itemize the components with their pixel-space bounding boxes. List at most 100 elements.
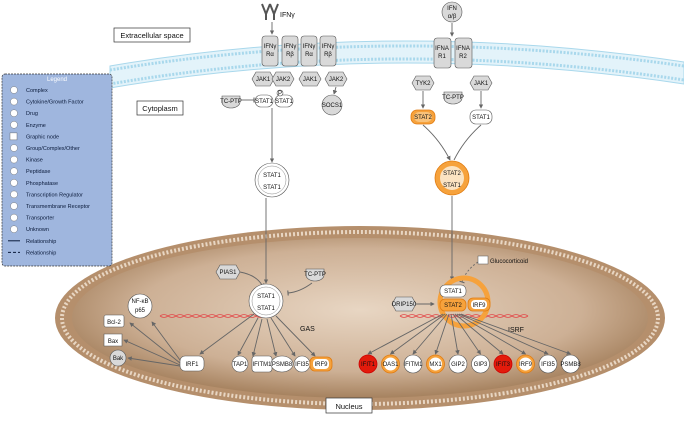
nfkb-complex[interactable]: NF-κB p65 — [127, 293, 153, 319]
legend-item: Complex — [10, 86, 48, 94]
bax-label: Bax — [108, 339, 118, 345]
jak2-label-a: JAK2 — [276, 77, 291, 83]
ifngr2-label-a: IFNγ — [284, 44, 297, 50]
legend-item: Cytokine/Growth Factor — [10, 97, 84, 106]
phosphatase-icon — [10, 179, 18, 187]
socs1-label: SOCS1 — [322, 103, 343, 109]
stat2-stat1-dimer[interactable]: STAT2 STAT1 — [434, 160, 470, 196]
peptidase-icon — [10, 167, 18, 175]
nfkb-label: NF-κB — [132, 299, 149, 305]
legend-item-label: Unknown — [26, 227, 49, 233]
ifnar1-label-b: R1 — [438, 54, 446, 60]
legend-item: Relationship — [8, 250, 56, 256]
irf1-label: IRF1 — [185, 362, 199, 368]
tyk2[interactable]: TYK2 — [411, 75, 435, 91]
glucocorticoid[interactable]: Glucocorticoid — [477, 255, 528, 265]
socs1[interactable]: SOCS1 — [321, 94, 343, 116]
nucleus-label-box: Nucleus — [325, 397, 373, 414]
tcptp-right[interactable]: TC-PTP — [442, 91, 464, 105]
ifnab-label-b: α/β — [448, 14, 457, 20]
legend-item: Drug — [10, 109, 38, 117]
bak[interactable]: Bak — [109, 349, 127, 367]
p65-label: p65 — [135, 308, 146, 314]
legend-item: Relationship — [8, 239, 56, 245]
ifngr4-label-a: IFNγ — [322, 44, 335, 50]
legend-item-label: Drug — [26, 111, 38, 117]
pias1[interactable]: PIAS1 — [215, 264, 241, 280]
legend-item-label: Group/Complex/Other — [26, 146, 80, 152]
transporter-icon — [10, 213, 18, 222]
gene-ifi35[interactable]: IFI35 — [538, 354, 558, 374]
ifi35-left-label: IFI35 — [295, 362, 309, 368]
drip150[interactable]: DRIP150 — [391, 296, 417, 312]
stat1-right-label: STAT1 — [472, 115, 490, 121]
psmb8-left[interactable]: PSMB8 — [270, 355, 294, 373]
legend-item: Phosphatase — [10, 179, 58, 187]
gene-mx1[interactable]: MX1 — [426, 354, 445, 374]
gene-ifit3[interactable]: IFIT3 — [493, 354, 513, 374]
nuc-top-label: STAT1 — [257, 294, 275, 300]
legend-item: Unknown — [10, 225, 49, 233]
jak1-right[interactable]: JAK1 — [469, 75, 493, 91]
legend-item-label: Transcription Regulator — [26, 192, 83, 198]
legend-item: Kinase — [10, 155, 43, 164]
nuc-bot-label: STAT1 — [257, 306, 275, 312]
ifng-ligand[interactable]: IFNγ — [261, 3, 295, 20]
legend-item-label: Phosphatase — [26, 181, 58, 187]
stat2-right[interactable]: STAT2 — [410, 109, 436, 125]
stat1-dimer-nucleus[interactable]: STAT1 STAT1 — [248, 283, 284, 319]
gene-psmb8[interactable]: PSMB8 — [560, 354, 581, 374]
gene-ifit1[interactable]: IFIT1 — [358, 354, 378, 374]
cytokine-icon — [10, 97, 18, 106]
receptor-icon — [10, 202, 18, 210]
bax[interactable]: Bax — [103, 333, 123, 347]
gene-label: IFIT1 — [361, 362, 376, 368]
stat1-right[interactable]: STAT1 — [469, 109, 493, 125]
tcptp-left-label: TC-PTP — [220, 99, 242, 105]
ifngr-receptors[interactable]: IFNγ Rα IFNγ Rβ IFNγ Rα IFNγ Rβ — [261, 35, 337, 67]
gene-oas1[interactable]: OAS1 — [381, 354, 400, 374]
bcl2[interactable]: Bcl-2 — [103, 314, 125, 328]
extracellular-label: Extracellular space — [120, 31, 183, 40]
ifnab-label-a: IFN — [447, 6, 457, 12]
tcptp-nuc-label: TC-PTP — [304, 272, 326, 278]
drip150-label: DRIP150 — [392, 302, 417, 308]
gene-label: IFITM1 — [404, 362, 424, 368]
legend-item-label: Relationship — [26, 250, 56, 256]
gene-ifitm1[interactable]: IFITM1 — [404, 354, 424, 374]
gene-irf9[interactable]: IRF9 — [516, 354, 535, 374]
dimer-stat2-label: STAT2 — [443, 171, 461, 177]
circle-icon — [10, 86, 18, 94]
ifnar-receptors[interactable]: IFNA R1 IFNA R2 — [433, 37, 473, 69]
isgf3-complex[interactable]: STAT1 STAT2 IRF9 — [437, 275, 491, 329]
irf9-left-label: IRF9 — [314, 362, 328, 368]
stat1a-label: STAT1 — [255, 99, 273, 105]
ifi35-left[interactable]: IFI35 — [293, 355, 311, 373]
square-icon — [9, 132, 18, 141]
stat1-pair-left[interactable]: STAT1 STAT1 P — [254, 89, 294, 108]
nuc-stat1-label: STAT1 — [444, 289, 462, 295]
legend-item: Graphic node — [9, 132, 59, 141]
gene-label: GIP3 — [474, 362, 488, 368]
ifitm1-left[interactable]: IFITM1 — [251, 355, 273, 373]
legend-item-label: Relationship — [26, 239, 56, 245]
stat1-dimer-cytoplasm[interactable]: STAT1 STAT1 — [254, 162, 290, 198]
kinase-icon — [10, 155, 18, 164]
tcptp-left[interactable]: TC-PTP — [220, 95, 242, 109]
pias1-label: PIAS1 — [219, 270, 237, 276]
gene-gip3[interactable]: GIP3 — [471, 354, 490, 374]
jak1-label-b: JAK1 — [303, 77, 318, 83]
ifnab-ligand[interactable]: IFN α/β — [441, 1, 463, 23]
group-icon — [10, 144, 18, 152]
psmb8-left-label: PSMB8 — [272, 362, 293, 368]
gene-gip2[interactable]: GIP2 — [448, 354, 468, 374]
irf1[interactable]: IRF1 — [179, 355, 205, 372]
tcptp-nucleus[interactable]: TC-PTP — [304, 268, 326, 282]
legend-item: Enzyme — [10, 121, 46, 129]
legend-item-label: Graphic node — [26, 134, 59, 140]
irf9-left[interactable]: IRF9 — [309, 356, 333, 372]
nucleus — [55, 226, 665, 410]
jak-kinases-left[interactable]: JAK1 JAK2 JAK1 JAK2 — [251, 71, 348, 87]
tap1[interactable]: TAP1 — [231, 355, 249, 373]
